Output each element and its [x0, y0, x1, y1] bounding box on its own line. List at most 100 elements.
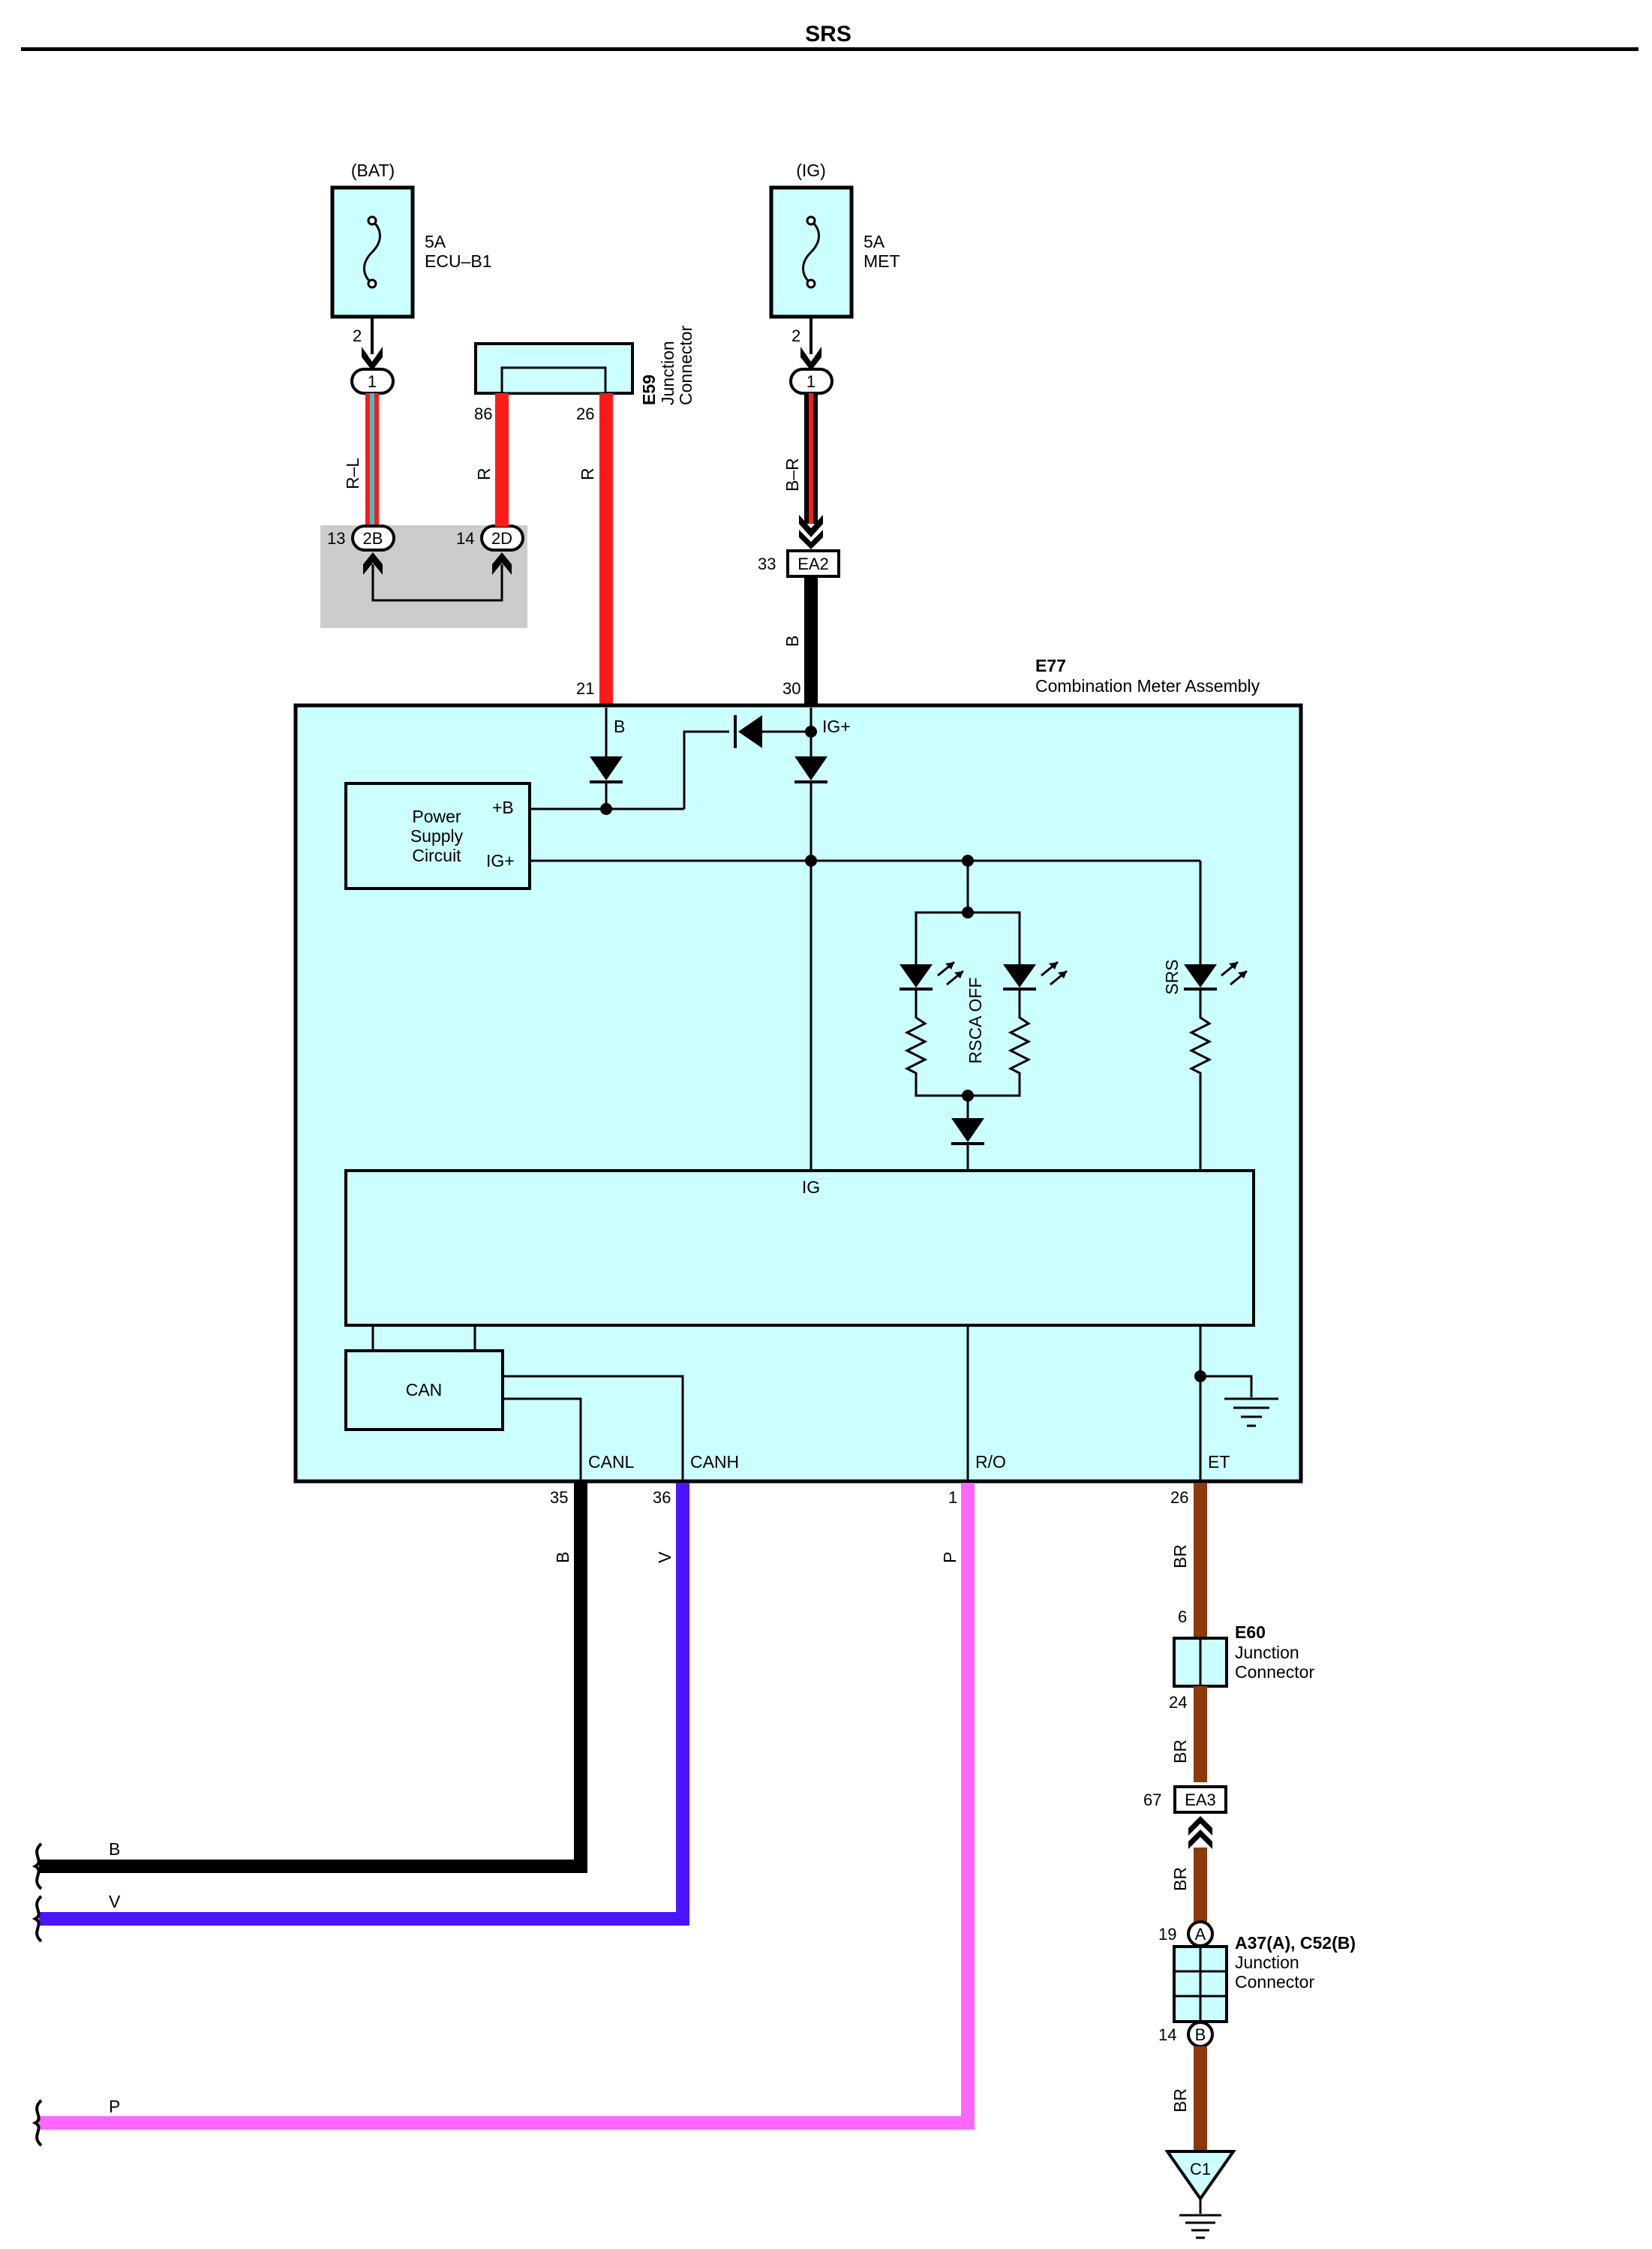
- j2d-pin: 14: [456, 529, 474, 548]
- wire-p-ro: [39, 1483, 975, 2130]
- ground-c1-icon: [1164, 2150, 1236, 2202]
- meter-b-label: B: [614, 717, 625, 736]
- wire-v-bottom-label: V: [655, 1551, 674, 1563]
- meter-pin-35: 35: [550, 1488, 568, 1507]
- meter-id: E77: [1035, 656, 1066, 675]
- fuse-met-amp: 5A: [864, 232, 885, 251]
- ground-c1-label: C1: [1190, 2160, 1211, 2178]
- fuse-ecu-b1-name: ECU–B1: [425, 251, 491, 271]
- wire-br-1: [1194, 1483, 1207, 1638]
- wire-br2-label: BR: [1170, 1739, 1190, 1763]
- ea3-pin: 67: [1143, 1790, 1161, 1809]
- wire-b-r-label: B–R: [782, 458, 802, 492]
- rsca-resistor-right: [1008, 989, 1032, 1093]
- meter-pin-21: 21: [576, 679, 594, 698]
- title-rule: [21, 47, 1638, 51]
- ea2-id: EA2: [797, 555, 829, 573]
- power-supply-circuit: [344, 782, 531, 890]
- can-block: [344, 1349, 504, 1431]
- a37-id: A37(A), C52(B): [1235, 1933, 1356, 1953]
- j2d-arrow-icon: [492, 552, 512, 575]
- meter-igplus-label: IG+: [822, 717, 851, 736]
- wire-b-top: [804, 576, 818, 708]
- meter-pin-1: 1: [948, 1488, 957, 1507]
- bat-pin: 2: [353, 326, 362, 345]
- psc-line1: Power: [412, 807, 461, 826]
- diode-b-icon: [590, 756, 623, 780]
- wire-br-2: [1194, 1686, 1207, 1782]
- e60-desc2: Connector: [1235, 1662, 1314, 1682]
- out-v-label: V: [109, 1892, 121, 1911]
- meter-pin-30: 30: [782, 679, 800, 698]
- a37-pin-a: 19: [1158, 1925, 1176, 1944]
- meter-canl-label: CANL: [588, 1452, 635, 1472]
- fuse-met-name: MET: [864, 251, 900, 271]
- srs-label: SRS: [1162, 959, 1182, 994]
- meter-pin-36: 36: [653, 1488, 671, 1507]
- wire-r2-label: R: [578, 468, 597, 480]
- rsca-off-label: RSCA OFF: [966, 977, 985, 1063]
- ig-arrow-icon: [800, 347, 821, 371]
- bat-arrow-icon: [362, 347, 383, 371]
- meter-et-label: ET: [1208, 1452, 1230, 1472]
- j2b-id: 2B: [363, 529, 383, 548]
- ig-pin: 2: [791, 326, 800, 345]
- e59-pin-86: 86: [474, 404, 492, 423]
- e59-id: E59: [639, 374, 659, 405]
- out-b-label: B: [109, 1839, 120, 1859]
- rsca-led-left-icon: [900, 964, 933, 988]
- j2b-arrow-icon: [363, 552, 383, 575]
- ea3-arrow-icon: [1188, 1816, 1212, 1836]
- wire-b-canl: [39, 1483, 587, 1873]
- wire-break-b-icon: [32, 1842, 43, 1890]
- srs-resistor: [1188, 989, 1212, 1171]
- ig-label: (IG): [796, 161, 826, 180]
- e60-id: E60: [1235, 1622, 1266, 1642]
- a37-pin-b: 14: [1158, 2025, 1176, 2044]
- e60-pin-top: 6: [1178, 1607, 1187, 1626]
- ig-junction-label: 1: [806, 372, 815, 391]
- e59-desc2: Connector: [676, 326, 695, 405]
- ea3-id: EA3: [1185, 1790, 1216, 1809]
- ea2-connector: [786, 549, 840, 578]
- a37-label-a: A: [1195, 1925, 1206, 1944]
- a37-desc2: Connector: [1235, 1972, 1314, 1992]
- wire-br1-label: BR: [1170, 1544, 1190, 1568]
- wire-v-canh: [39, 1483, 689, 1926]
- wire-r-e59-86: [495, 393, 509, 527]
- psc-ig-terminal: IG+: [486, 851, 515, 870]
- wire-r-l-label: R–L: [343, 458, 362, 489]
- can-label: CAN: [406, 1380, 443, 1400]
- wire-r-e59-26: [599, 393, 613, 708]
- wire-r1-label: R: [474, 468, 494, 480]
- e59-pin-26: 26: [576, 404, 594, 423]
- page-title: SRS: [805, 22, 852, 47]
- wire-b-top-label: B: [782, 636, 802, 647]
- diode-cross-icon: [738, 715, 762, 748]
- wire-br4-label: BR: [1170, 2088, 1190, 2112]
- rsca-diode-icon: [951, 1118, 984, 1142]
- meter-canh-label: CANH: [690, 1452, 739, 1472]
- meter-ig-label: IG: [802, 1177, 820, 1197]
- j2b-pin: 13: [327, 529, 345, 548]
- wire-br-4: [1194, 2046, 1207, 2151]
- ground-internal-icon: [1224, 1397, 1278, 1427]
- e60-desc1: Junction: [1235, 1643, 1299, 1662]
- meter-ro-label: R/O: [975, 1452, 1006, 1472]
- ea2-arrow-icon: [799, 515, 823, 537]
- diode-ig-icon: [794, 756, 828, 780]
- ea3-connector: [1173, 1785, 1227, 1814]
- ea2-pin: 33: [758, 555, 776, 573]
- wire-break-p-icon: [32, 2099, 43, 2147]
- a37-label-b: B: [1195, 2025, 1206, 2044]
- bat-junction-label: 1: [368, 372, 377, 391]
- fuse-ecu-b1-amp: 5A: [425, 232, 446, 251]
- e59-desc1: Junction: [658, 341, 677, 405]
- meter-name: Combination Meter Assembly: [1035, 676, 1260, 696]
- out-p-label: P: [109, 2097, 120, 2116]
- bat-label: (BAT): [351, 161, 395, 180]
- j2d-id: 2D: [491, 529, 512, 548]
- wire-br3-label: BR: [1170, 1867, 1190, 1891]
- wire-b-bottom-label: B: [553, 1552, 572, 1563]
